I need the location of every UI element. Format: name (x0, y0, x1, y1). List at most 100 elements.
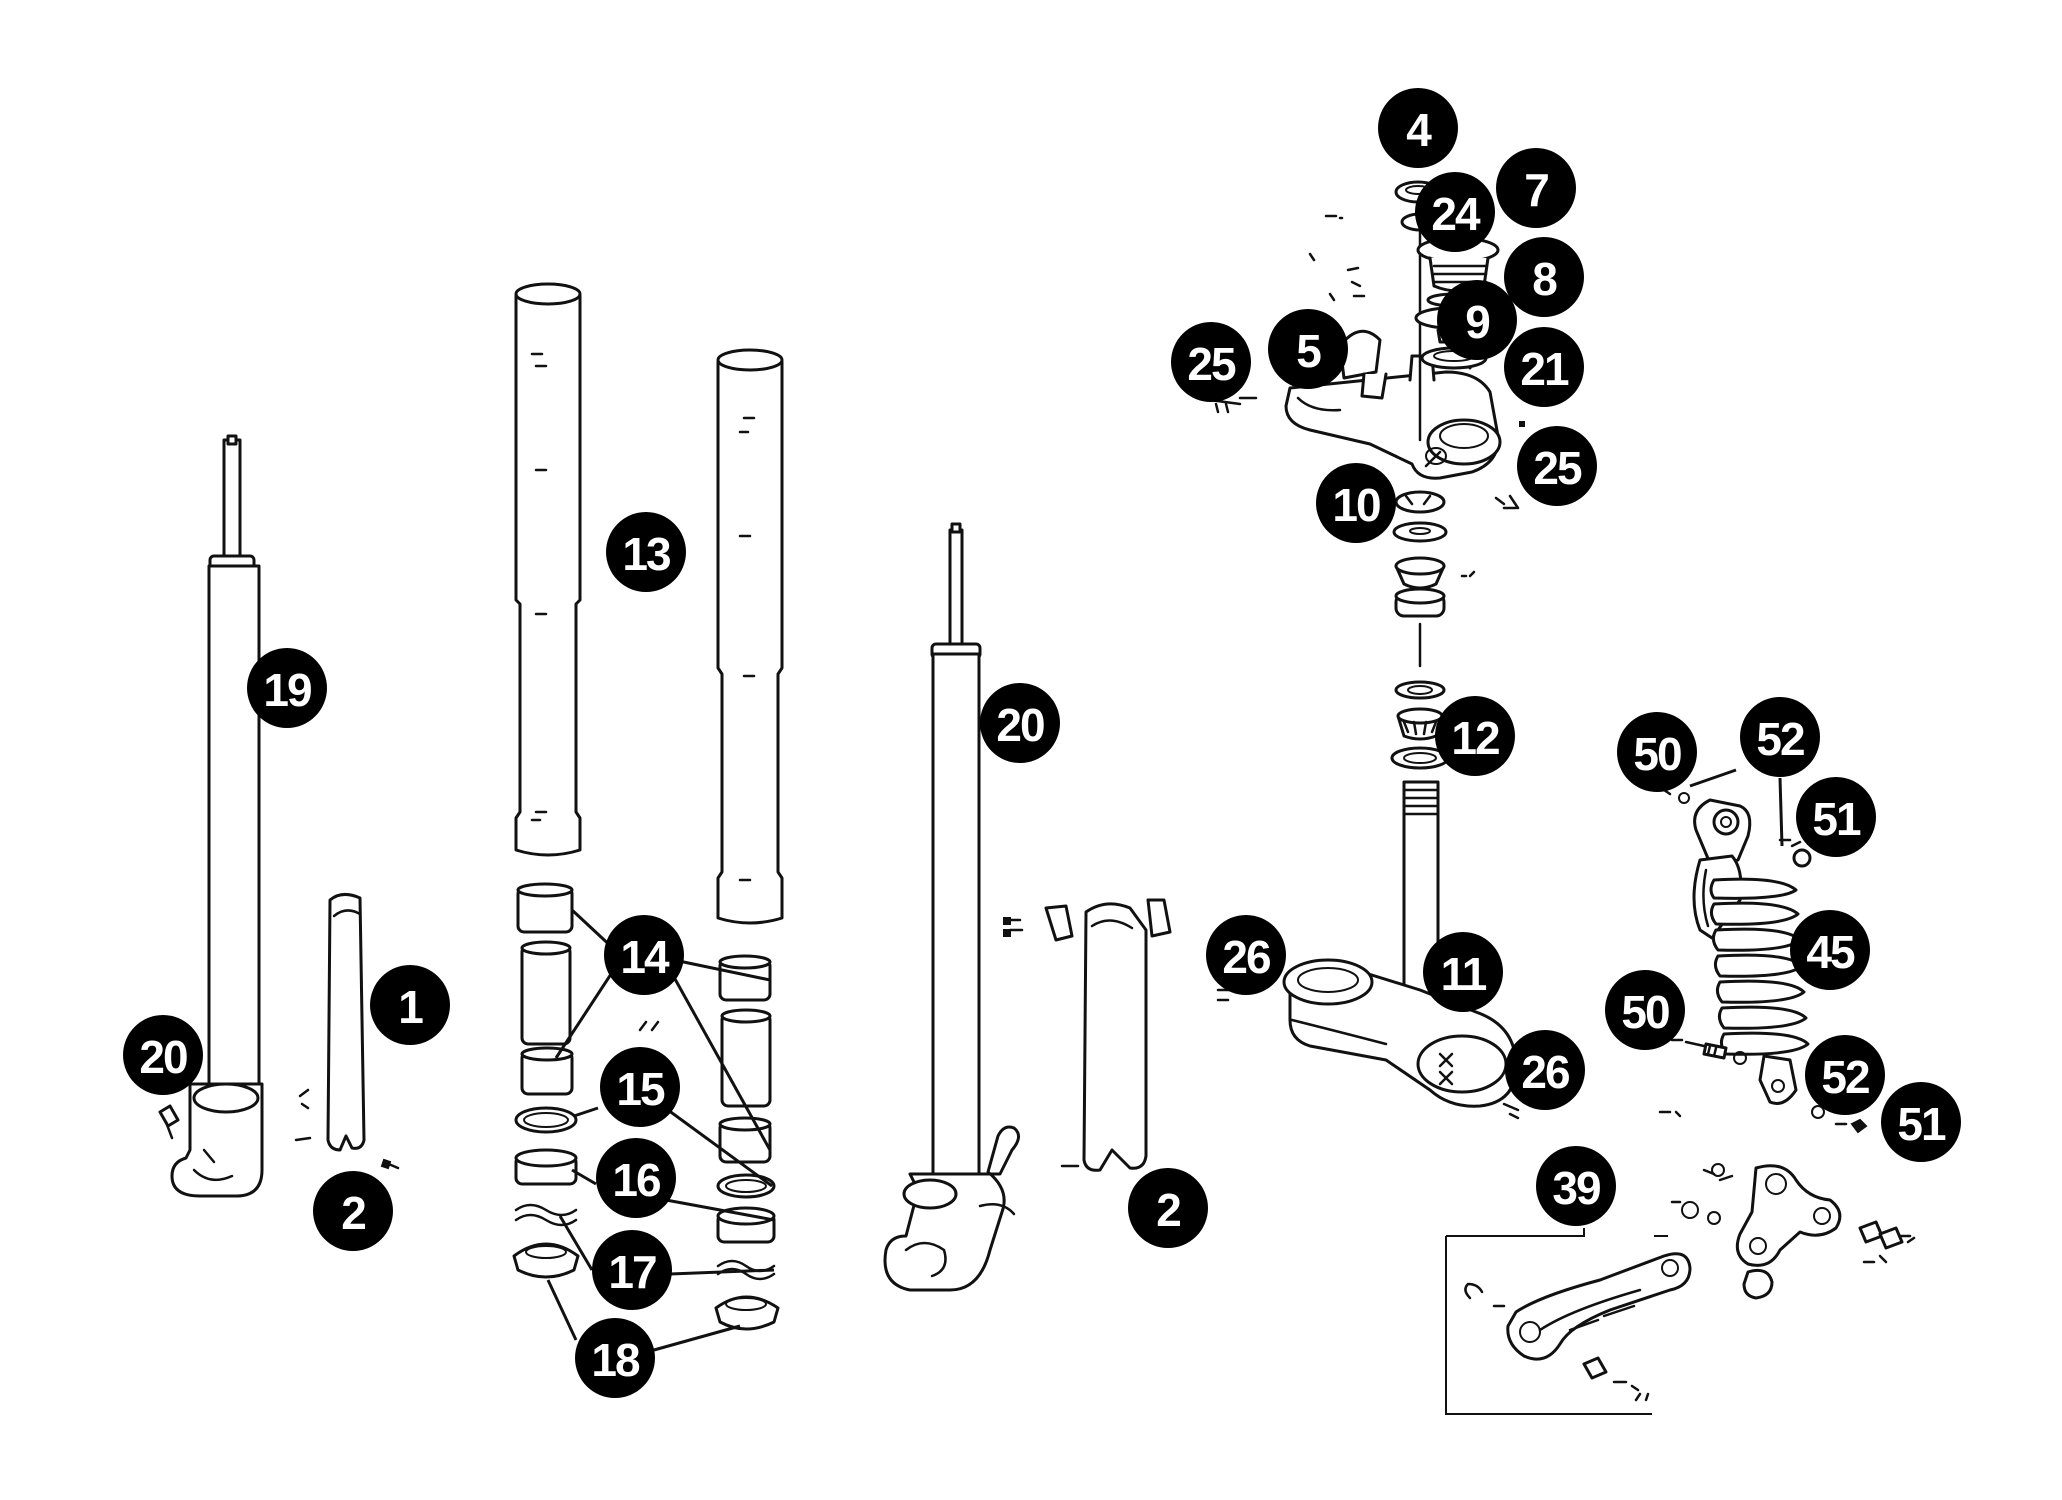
fork-guard-right (1003, 898, 1172, 1172)
callout-circle (1504, 237, 1584, 317)
callout-circle (596, 1138, 676, 1218)
callout-label: 20 (996, 699, 1044, 751)
callout-2: 2 (313, 1171, 393, 1251)
callout-50: 50 (1605, 970, 1685, 1050)
callout-label: 9 (1465, 296, 1489, 348)
upper-triple-clamp (1208, 214, 1502, 480)
callout-52: 52 (1740, 697, 1820, 777)
small-marks-center (638, 1020, 660, 1032)
callout-label: 17 (608, 1246, 656, 1298)
callout-label: 45 (1806, 926, 1855, 978)
callout-label: 19 (263, 664, 311, 716)
callout-circle (980, 683, 1060, 763)
callout-circle (1605, 970, 1685, 1050)
shock-spring (1709, 877, 1810, 1056)
callout-4: 4 (1378, 88, 1458, 168)
callout-circle (1378, 88, 1458, 168)
callout-39: 39 (1536, 1146, 1616, 1226)
callout-10: 10 (1316, 463, 1396, 543)
callout-circle (1435, 696, 1515, 776)
callout-13: 13 (606, 512, 686, 592)
callout-26: 26 (1505, 1030, 1585, 1110)
callout-circle (1415, 172, 1495, 252)
callout-label: 18 (591, 1334, 640, 1386)
fork-tube-left (514, 282, 582, 857)
callout-15: 15 (600, 1047, 680, 1127)
fork-guard-left (326, 893, 366, 1152)
callout-label: 39 (1552, 1162, 1600, 1214)
callout-circle (1268, 309, 1348, 389)
callout-label: 50 (1633, 728, 1681, 780)
callout-9: 9 (1437, 280, 1517, 360)
callout-label: 11 (1441, 948, 1487, 1000)
callout-circle (247, 648, 327, 728)
callout-21: 21 (1504, 327, 1584, 407)
screws-left-2 (294, 1088, 400, 1170)
callout-label: 26 (1222, 931, 1270, 983)
callout-51: 51 (1796, 777, 1876, 857)
bolt-left (158, 1104, 180, 1140)
callout-8: 8 (1504, 237, 1584, 317)
callout-circle (370, 965, 450, 1045)
callout-25: 25 (1171, 322, 1251, 402)
callout-circle (1536, 1146, 1616, 1226)
callout-circle (1437, 280, 1517, 360)
callout-label: 12 (1451, 712, 1499, 764)
callout-label: 51 (1897, 1098, 1946, 1150)
callout-circle (1740, 697, 1820, 777)
callout-label: 50 (1621, 986, 1669, 1038)
callout-circle (1128, 1168, 1208, 1248)
callout-circle (1517, 426, 1597, 506)
callout-circle (1504, 327, 1584, 407)
callout-14: 14 (604, 915, 684, 995)
callout-circle (313, 1171, 393, 1251)
callout-circle (1505, 1030, 1585, 1110)
callout-label: 26 (1521, 1046, 1569, 1098)
callout-circle (1206, 915, 1286, 995)
callout-circle (1796, 777, 1876, 857)
callout-7: 7 (1496, 148, 1576, 228)
callout-circle (1790, 910, 1870, 990)
callout-circle (592, 1230, 672, 1310)
rear-shock (1648, 786, 1868, 1134)
callout-label: 15 (616, 1063, 665, 1115)
callout-18: 18 (575, 1318, 655, 1398)
callout-circle (600, 1047, 680, 1127)
callout-19: 19 (247, 648, 327, 728)
callout-label: 20 (139, 1031, 187, 1083)
callout-2: 2 (1128, 1168, 1208, 1248)
callout-label: 52 (1756, 713, 1804, 765)
callout-label: 24 (1431, 188, 1481, 240)
callout-20: 20 (980, 683, 1060, 763)
callout-label: 25 (1533, 442, 1582, 494)
callout-label: 2 (341, 1187, 365, 1239)
callout-label: 10 (1332, 479, 1380, 531)
fork-leg-left (170, 434, 264, 1198)
callout-circle (1617, 712, 1697, 792)
callout-circle (575, 1318, 655, 1398)
callout-circle (1171, 322, 1251, 402)
callout-20: 20 (123, 1015, 203, 1095)
callout-label: 52 (1821, 1051, 1869, 1103)
callout-25: 25 (1517, 426, 1597, 506)
fork-leg-right (883, 522, 1020, 1292)
callout-label: 4 (1406, 104, 1432, 156)
callout-label: 21 (1520, 343, 1569, 395)
callout-label: 16 (612, 1154, 660, 1206)
callout-1: 1 (370, 965, 450, 1045)
callout-51: 51 (1881, 1082, 1961, 1162)
callout-50: 50 (1617, 712, 1697, 792)
callout-label: 13 (622, 528, 670, 580)
callout-circle (604, 915, 684, 995)
callout-circle (1316, 463, 1396, 543)
callout-label: 5 (1296, 325, 1321, 377)
lower-triple-clamp (1216, 780, 1520, 1120)
suspension-linkage (1464, 1110, 1916, 1402)
callout-5: 5 (1268, 309, 1348, 389)
bushings-left-stack (512, 882, 580, 1279)
callout-circle (123, 1015, 203, 1095)
callout-26: 26 (1206, 915, 1286, 995)
callout-circle (1881, 1082, 1961, 1162)
callout-label: 8 (1532, 253, 1557, 305)
